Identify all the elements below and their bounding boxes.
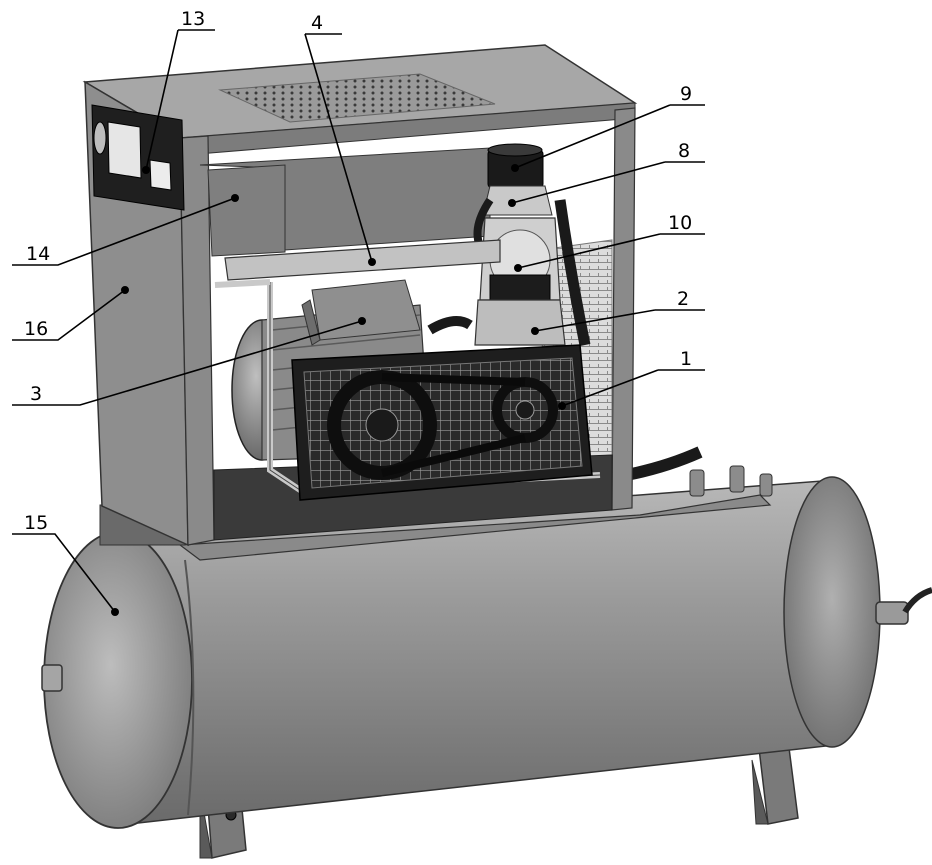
- leader-2: [534, 309, 705, 332]
- leader-8: [511, 161, 705, 204]
- callout-15: 15: [24, 512, 48, 534]
- callout-16: 16: [24, 318, 48, 340]
- leader-14: [12, 197, 236, 266]
- leader-dot-13: [142, 166, 150, 174]
- callout-8: 8: [678, 140, 690, 162]
- leader-lines: [12, 29, 705, 616]
- leader-10: [517, 233, 705, 269]
- leader-dot-14: [231, 194, 239, 202]
- leader-15: [12, 533, 116, 613]
- leader-dot-16: [121, 286, 129, 294]
- callout-labels: 13 4 9 8 10 14 2 16 1 3 15: [24, 8, 692, 534]
- leader-4: [304, 33, 373, 263]
- callout-14: 14: [26, 243, 50, 265]
- leader-dot-2: [531, 327, 539, 335]
- leader-dot-15: [111, 608, 119, 616]
- leader-dot-1: [558, 402, 566, 410]
- callout-3: 3: [30, 383, 42, 405]
- leader-dot-10: [514, 264, 522, 272]
- callout-9: 9: [680, 83, 692, 105]
- air-end-assembly: [427, 143, 591, 347]
- leader-dot-4: [368, 258, 376, 266]
- belt-guard: [291, 344, 593, 501]
- leader-dot-9: [511, 164, 519, 172]
- air-receiver-tank: [41, 446, 932, 859]
- callout-4: 4: [311, 12, 323, 34]
- leader-dot-3: [358, 317, 366, 325]
- callout-1: 1: [680, 348, 692, 370]
- leader-13: [145, 29, 215, 171]
- leader-3: [12, 320, 363, 406]
- leader-16: [12, 289, 126, 341]
- leader-1: [561, 369, 705, 407]
- callout-10: 10: [668, 212, 692, 234]
- leader-9: [514, 104, 705, 169]
- leader-dot-8: [508, 199, 516, 207]
- callout-2: 2: [677, 288, 689, 310]
- callout-13: 13: [181, 8, 205, 30]
- control-panel: [91, 104, 185, 211]
